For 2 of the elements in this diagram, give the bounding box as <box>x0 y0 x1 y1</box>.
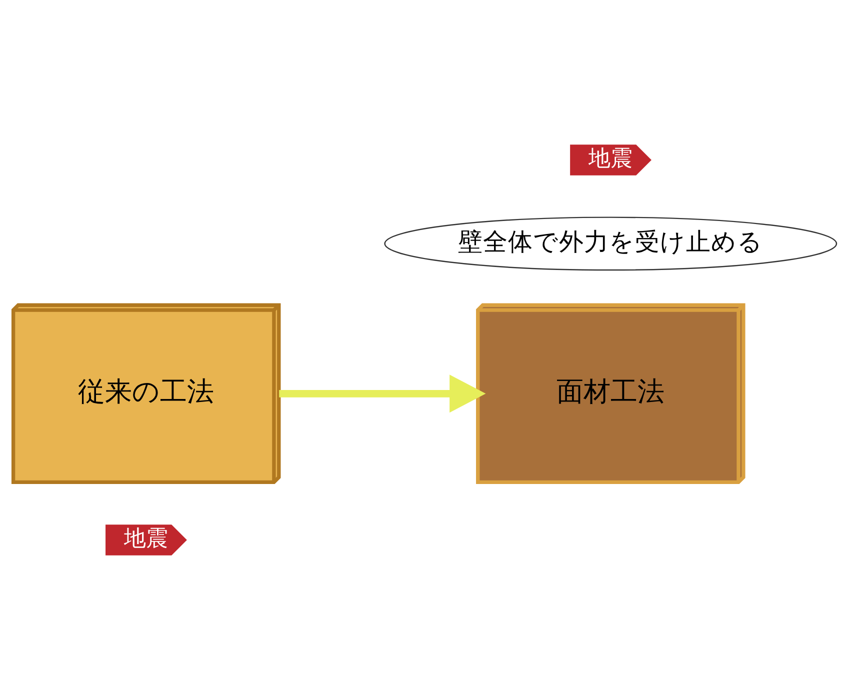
arrow <box>279 374 486 413</box>
node-ellipse: 壁全体で外力を受け止める <box>384 216 838 271</box>
